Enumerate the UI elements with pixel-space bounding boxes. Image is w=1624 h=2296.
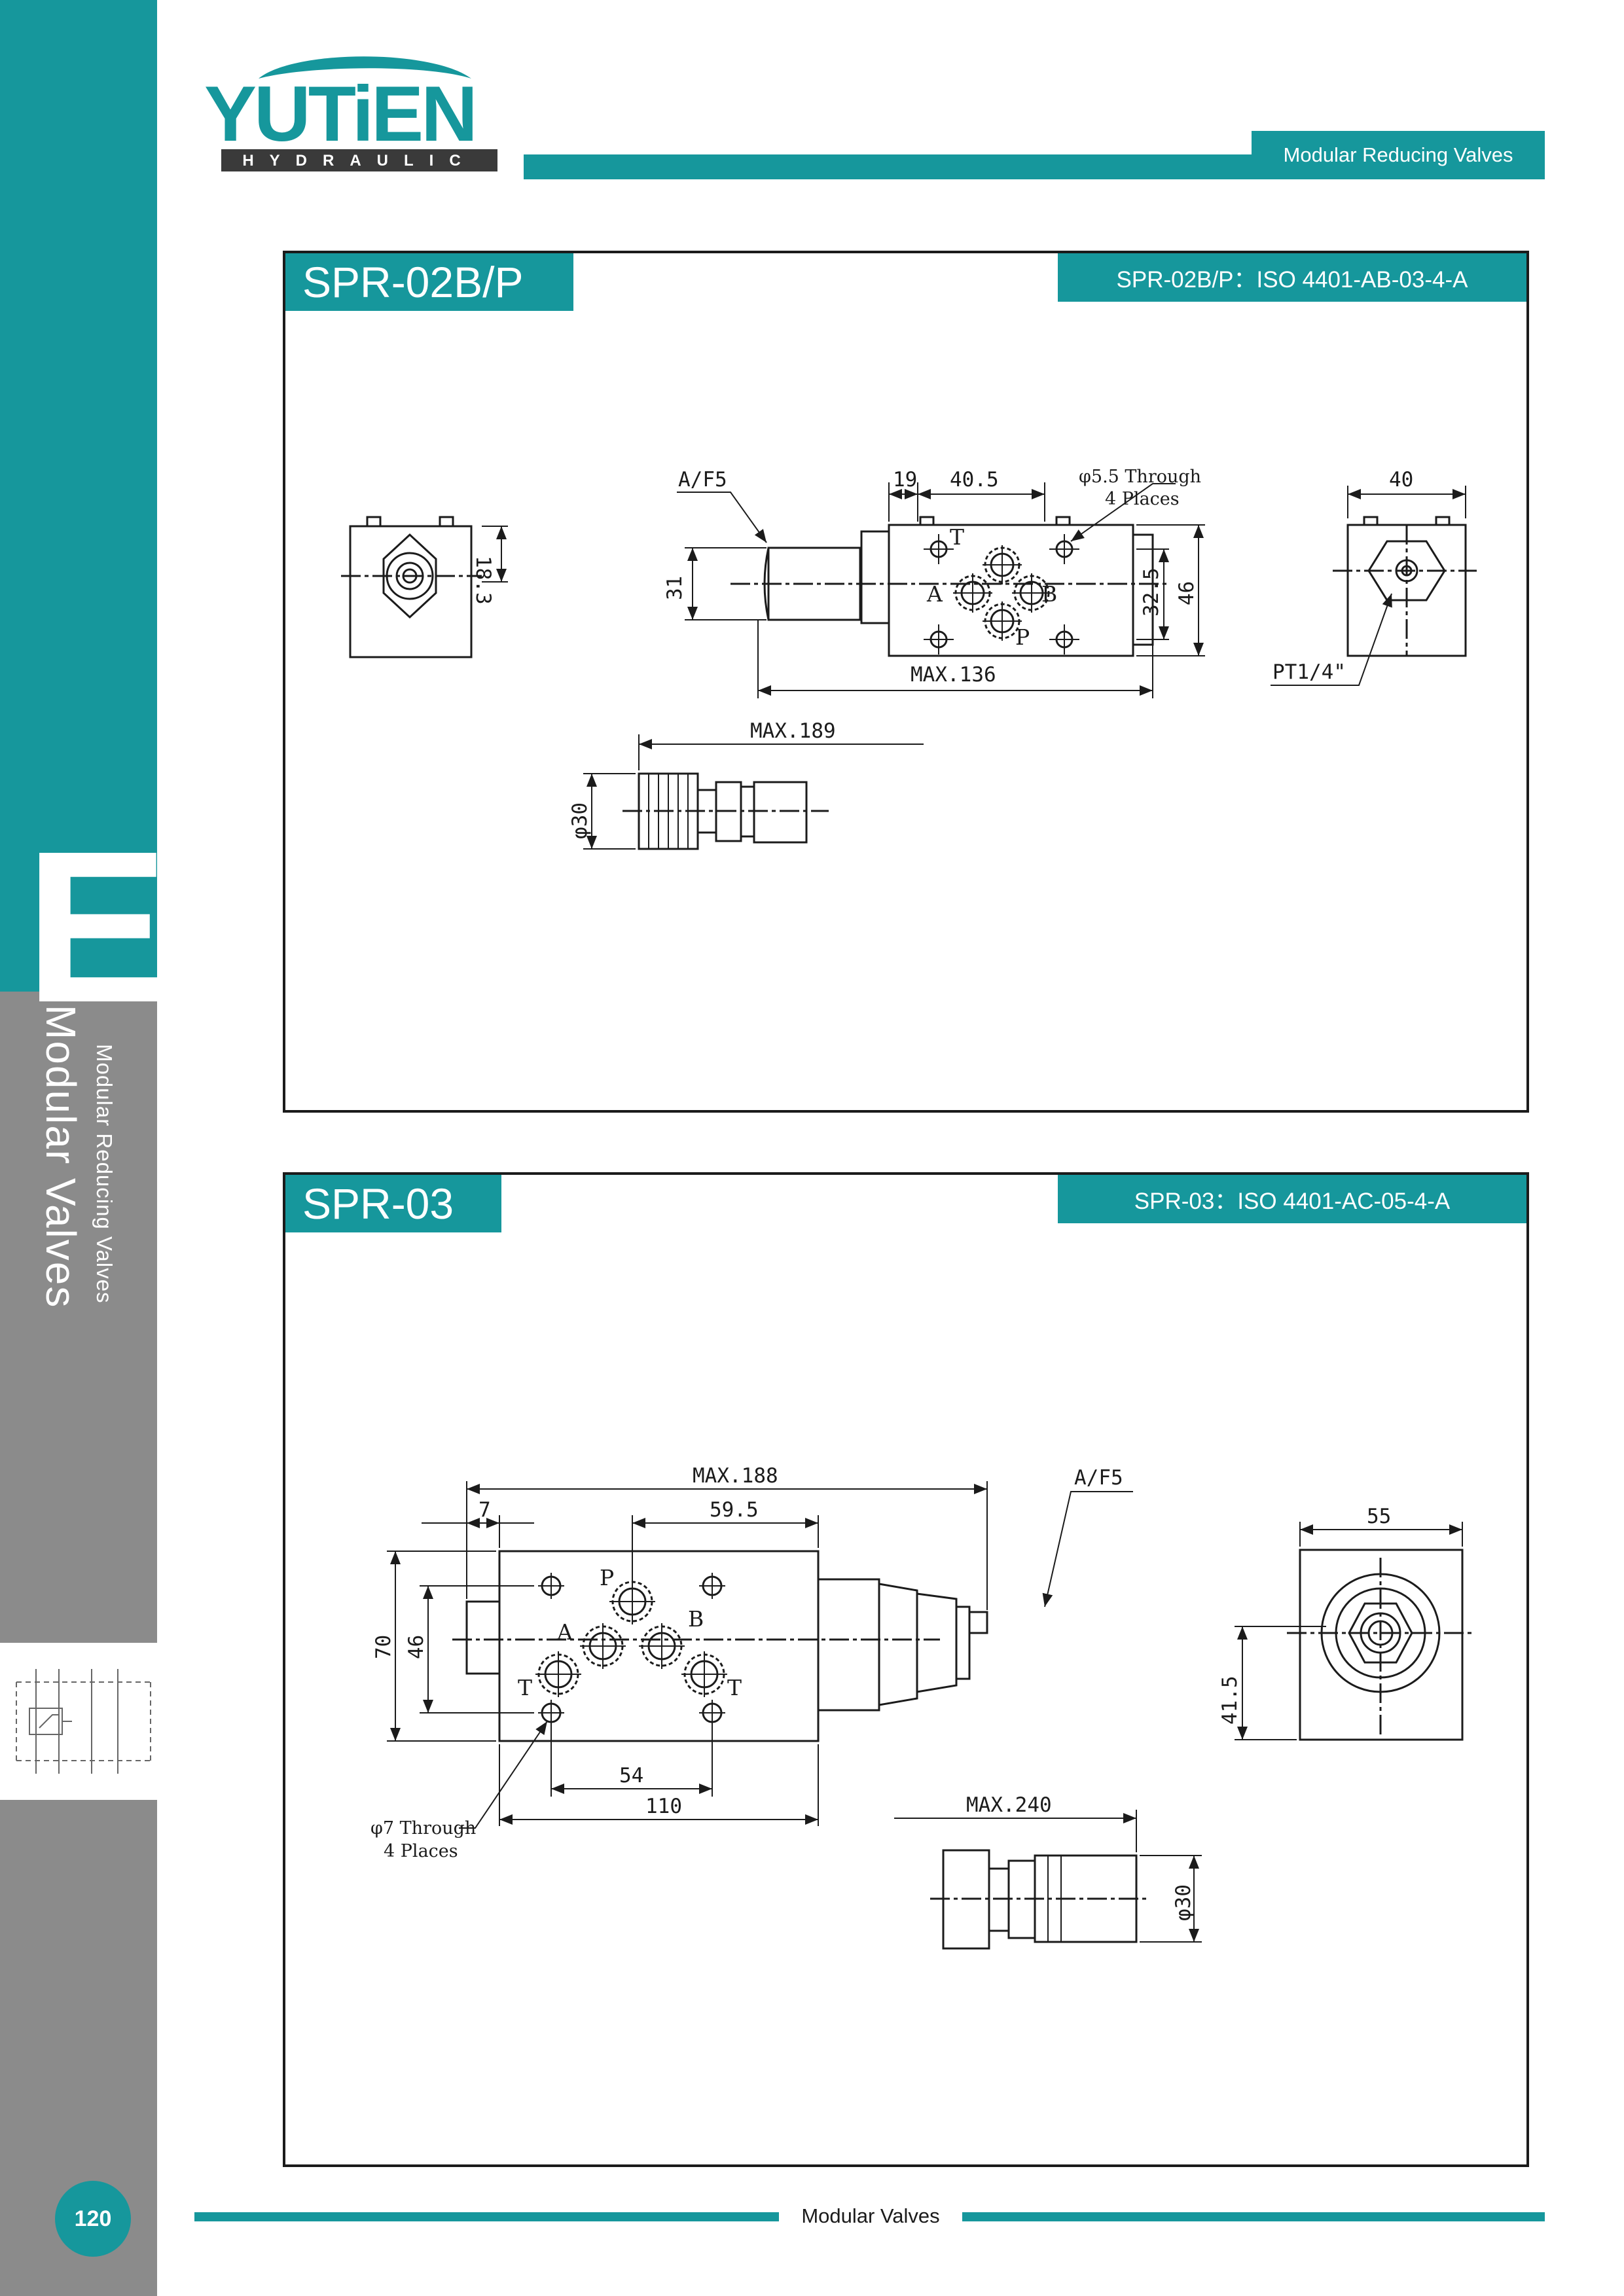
hole-note-line2: 4 Places xyxy=(1105,489,1180,509)
hole-note-line1: φ7 Through xyxy=(370,1818,476,1839)
hydraulic-symbol-icon xyxy=(16,1669,151,1774)
dim-af: A/F5 xyxy=(678,468,727,492)
panel-iso-standard: SPR-02B/P：ISO 4401-AB-03-4-A xyxy=(1058,253,1526,302)
dim-max188: MAX.188 xyxy=(693,1464,778,1488)
thread-callout: PT1/4" xyxy=(1272,660,1346,684)
port-p: P xyxy=(1015,624,1030,650)
port-t-left: T xyxy=(518,1675,532,1700)
dim-max240: MAX.240 xyxy=(966,1793,1052,1817)
dim-31: 31 xyxy=(663,576,687,600)
port-t: T xyxy=(950,524,964,550)
port-b: B xyxy=(1041,581,1057,607)
dim-54: 54 xyxy=(619,1764,643,1787)
dim-46-label: 46 xyxy=(1175,581,1199,605)
dim-phi30: φ30 xyxy=(1172,1884,1195,1921)
technical-drawing-spr02: A/F5 19 40.5 φ5.5 Through 4 Places 40 18… xyxy=(341,467,1477,850)
hole-note-line1: φ5.5 Through xyxy=(1079,467,1201,487)
dim-18-3: 18.3 xyxy=(471,556,495,605)
dim-55: 55 xyxy=(1367,1505,1391,1528)
dim-40: 40 xyxy=(1389,468,1413,492)
hole-note-line2: 4 Places xyxy=(384,1841,458,1861)
dim-19: 19 xyxy=(893,468,917,492)
dim-40-5: 40.5 xyxy=(950,468,999,492)
panel-iso-standard: SPR-03：ISO 4401-AC-05-4-A xyxy=(1058,1175,1526,1223)
dim-af: A/F5 xyxy=(1074,1466,1123,1490)
port-p: P xyxy=(600,1565,614,1590)
footer-label: Modular Valves xyxy=(801,2204,940,2227)
dim-phi30: φ30 xyxy=(568,802,592,839)
sidebar-teal-band xyxy=(0,0,157,992)
dim-46: 46 xyxy=(405,1635,428,1659)
footer-rule-right xyxy=(962,2212,1545,2221)
brand-logo: YUTiEN HYDRAULIC xyxy=(196,52,511,183)
dim-max189: MAX.189 xyxy=(750,719,836,743)
sidebar-symbol-area xyxy=(0,1643,157,1800)
dim-41-5: 41.5 xyxy=(1218,1676,1242,1725)
vertical-section-subtitle: Modular Reducing Valves xyxy=(92,1044,117,1304)
dim-110: 110 xyxy=(645,1795,682,1818)
header-section-label: Modular Reducing Valves xyxy=(1252,131,1545,179)
technical-drawing-spr03: MAX.188 A/F5 7 59.5 70 46 54 110 φ7 Thro… xyxy=(370,1464,1473,1950)
dim-59-5: 59.5 xyxy=(710,1498,759,1522)
port-t-right: T xyxy=(727,1675,742,1700)
port-b: B xyxy=(688,1606,704,1632)
panel-title: SPR-02B/P xyxy=(285,253,573,311)
port-a: A xyxy=(556,1619,573,1645)
dim-70: 70 xyxy=(372,1635,395,1659)
brand-subtitle: HYDRAULIC xyxy=(242,152,476,170)
drawing-panel-spr03: SPR-03 SPR-03：ISO 4401-AC-05-4-A xyxy=(283,1172,1529,2167)
dim-7: 7 xyxy=(478,1498,491,1522)
sidebar-gray-band xyxy=(0,992,157,1643)
vertical-section-title: Modular Valves xyxy=(37,1005,84,1309)
page-number: 120 xyxy=(55,2181,131,2257)
port-a: A xyxy=(926,581,943,607)
section-letter: E xyxy=(25,806,169,1047)
panel-title: SPR-03 xyxy=(285,1175,501,1232)
dim-max136: MAX.136 xyxy=(911,663,996,687)
footer-rule-left xyxy=(194,2212,779,2221)
drawing-panel-spr02: SPR-02B/P SPR-02B/P：ISO 4401-AB-03-4-A xyxy=(283,251,1529,1113)
brand-name: YUTiEN xyxy=(204,70,475,158)
dim-32-5: 32.5 xyxy=(1140,567,1163,617)
